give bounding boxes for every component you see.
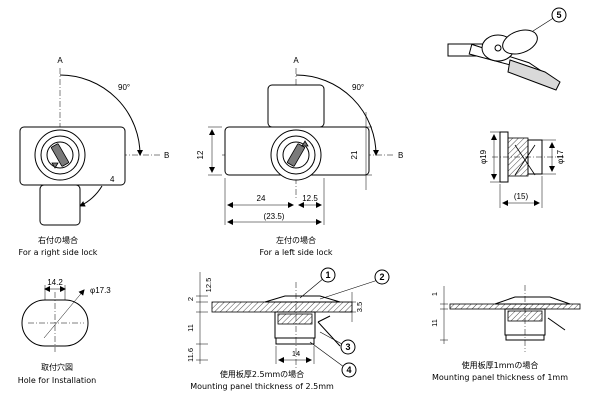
caption-hole-en: Hole for Installation xyxy=(18,376,96,385)
caption-p25-jp: 使用板厚2.5mmの場合 xyxy=(220,369,304,379)
callout-2: 2 xyxy=(379,272,384,282)
label-a-right: A xyxy=(57,56,63,65)
right-side-lock-view xyxy=(19,68,160,226)
dim-12-5: 12.5 xyxy=(302,194,318,203)
mounting-hole-view xyxy=(21,285,89,352)
panel-1mm-view xyxy=(440,285,581,352)
side-section-view xyxy=(490,131,565,208)
dim-11: 11 xyxy=(186,324,195,332)
dim-12: 12 xyxy=(196,150,205,159)
left-side-lock-view xyxy=(208,68,395,225)
caption-p1-jp: 使用板厚1mmの場合 xyxy=(462,360,539,370)
dim-21: 21 xyxy=(350,150,359,159)
angle-90-right: 90° xyxy=(118,83,130,92)
dim-15: (15) xyxy=(514,192,529,201)
dim-24: 24 xyxy=(257,194,266,203)
callout-4: 4 xyxy=(346,365,351,375)
label-a-left: A xyxy=(293,56,299,65)
dim-1: 1 xyxy=(430,292,439,296)
dim-14-2: 14.2 xyxy=(47,278,63,287)
caption-hole-jp: 取付穴図 xyxy=(41,362,73,372)
dim-phi17: φ17 xyxy=(556,149,565,164)
dim-12-5-v: 12.5 xyxy=(204,278,213,293)
callout-1: 1 xyxy=(325,270,330,280)
caption-right-en: For a right side lock xyxy=(19,248,98,257)
angle-4-right: 4 xyxy=(110,175,115,184)
label-b-left: B xyxy=(398,151,403,160)
caption-left-jp: 左付の場合 xyxy=(276,235,316,245)
caption-left-en: For a left side lock xyxy=(259,248,332,257)
angle-90-left: 90° xyxy=(352,83,364,92)
dim-phi19: φ19 xyxy=(479,149,488,164)
dim-11-6: 11.6 xyxy=(186,348,195,362)
dim-phi17-3: φ17.3 xyxy=(90,286,111,295)
caption-p1-en: Mounting panel thickness of 1mm xyxy=(432,373,568,382)
dim-2: 2 xyxy=(186,297,195,301)
panel-2-5mm-view xyxy=(196,267,390,378)
dim-11-b: 11 xyxy=(430,319,439,327)
dim-3-5: 3.5 xyxy=(355,302,364,312)
callout-5: 5 xyxy=(556,10,561,20)
caption-p25-en: Mounting panel thickness of 2.5mm xyxy=(190,382,334,391)
key-view xyxy=(447,7,567,91)
dim-14: 14 xyxy=(292,349,300,358)
caption-right-jp: 右付の場合 xyxy=(38,235,78,245)
callout-3: 3 xyxy=(345,342,350,352)
dim-23-5: (23.5) xyxy=(264,212,285,221)
label-b-right: B xyxy=(164,151,169,160)
